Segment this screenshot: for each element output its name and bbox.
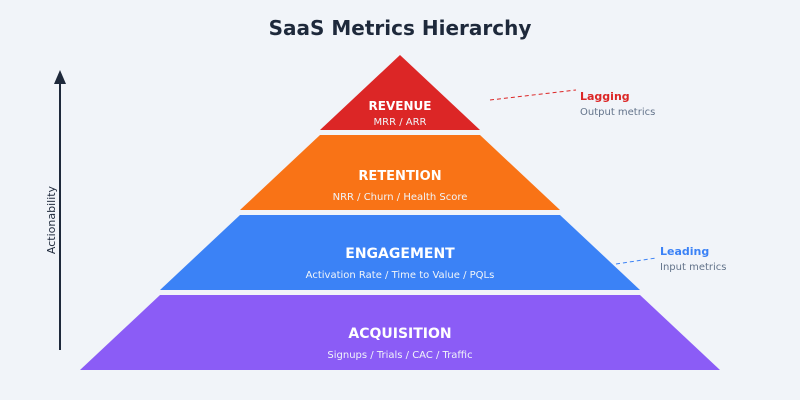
level-shape: [160, 215, 640, 290]
annotation-title: Leading: [660, 245, 709, 258]
level-engagement: ENGAGEMENT Activation Rate / Time to Val…: [160, 215, 640, 290]
level-shape: [320, 55, 480, 130]
level-name: ACQUISITION: [348, 326, 451, 342]
level-shape: [240, 135, 560, 210]
axis-label: Actionability: [45, 185, 58, 254]
annotation-subtitle: Output metrics: [580, 107, 655, 118]
level-retention: RETENTION NRR / Churn / Health Score: [240, 135, 560, 210]
connector-line: [615, 257, 657, 265]
level-metrics: Signups / Trials / CAC / Traffic: [327, 350, 472, 361]
diagram-title: SaaS Metrics Hierarchy: [269, 16, 532, 40]
level-metrics: MRR / ARR: [374, 117, 427, 128]
annotation-title: Lagging: [580, 90, 630, 103]
level-name: REVENUE: [369, 99, 432, 113]
level-acquisition: ACQUISITION Signups / Trials / CAC / Tra…: [80, 295, 720, 370]
arrow-up-icon: [54, 70, 66, 84]
level-name: RETENTION: [358, 169, 441, 184]
annotation-subtitle: Input metrics: [660, 262, 726, 273]
level-metrics: Activation Rate / Time to Value / PQLs: [306, 270, 495, 281]
level-revenue: REVENUE MRR / ARR: [320, 55, 480, 130]
actionability-axis: Actionability: [45, 70, 66, 350]
level-metrics: NRR / Churn / Health Score: [333, 192, 468, 203]
level-name: ENGAGEMENT: [345, 246, 455, 262]
lagging-annotation: Lagging Output metrics: [489, 89, 655, 118]
connector-line: [489, 89, 577, 101]
level-shape: [80, 295, 720, 370]
leading-annotation: Leading Input metrics: [615, 245, 726, 273]
